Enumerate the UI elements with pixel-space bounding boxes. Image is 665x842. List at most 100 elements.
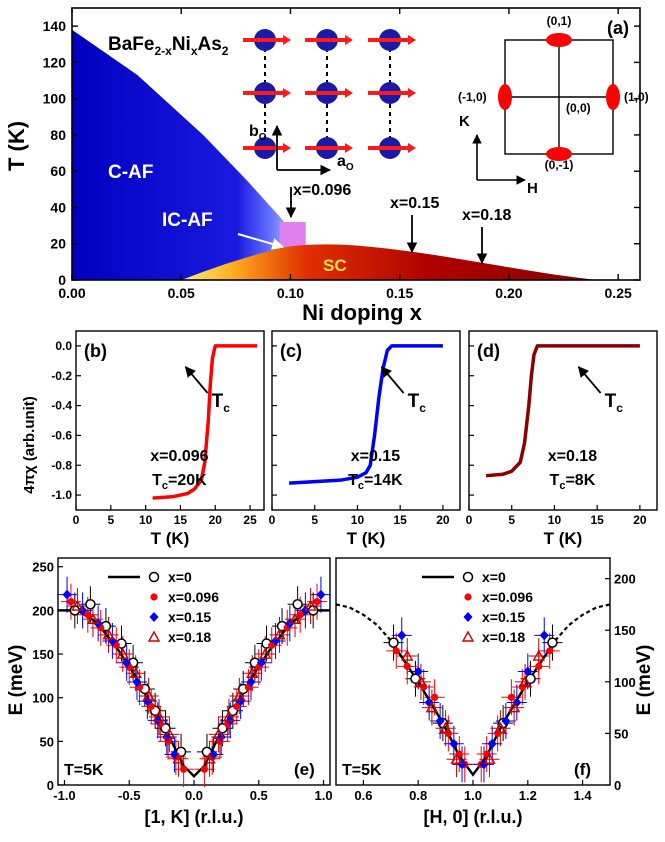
panel-f-ytick-label: 200 (614, 572, 636, 587)
panel-d-curve (485, 344, 640, 478)
model-line (389, 639, 557, 777)
data-point-circle (388, 637, 399, 648)
panel-a-xlabel: Ni doping x (302, 300, 423, 325)
lattice-spin-head (345, 88, 353, 98)
lattice-spin-head (345, 35, 353, 45)
data-point-dot (180, 765, 188, 773)
panel-e-xtick-label: 1.0 (314, 788, 332, 803)
data-point-diamond (449, 738, 459, 749)
panel-a-ytick-label: 20 (50, 236, 66, 252)
data-point-triangle (233, 689, 246, 701)
panel-a-ytick-label: 60 (50, 163, 66, 179)
panel-b-ytick-label: -0.6 (51, 428, 72, 442)
data-point-triangle (246, 666, 259, 678)
panel-c-xlabel: T (K) (347, 529, 386, 548)
lattice-inset (243, 29, 416, 159)
data-point-circle (217, 723, 228, 734)
legend-label: x=0.18 (482, 629, 525, 645)
panel-b-xtick-label: 5 (107, 513, 114, 527)
panel-e-ylabel: E (meV) (6, 645, 27, 716)
panel-d-xtick-label: 5 (508, 513, 515, 527)
data-point-diamond (424, 697, 434, 708)
panel-b-xtick-label: 25 (243, 513, 257, 527)
data-point-diamond (523, 666, 533, 677)
data-point-diamond (256, 657, 266, 668)
data-point-triangle (425, 701, 439, 713)
tc-sub: c (419, 401, 426, 415)
bz-point-00: (0,0) (566, 101, 591, 115)
panel-c-xtick-label: 5 (311, 513, 318, 527)
legend-label: x=0.15 (482, 609, 525, 625)
data-point-triangle (494, 721, 507, 733)
data-point-triangle (116, 647, 129, 659)
panel-c-curve (288, 344, 443, 485)
data-point-circle (85, 599, 96, 610)
panel-f-ytick-label: 150 (614, 623, 636, 638)
data-point-triangle (439, 721, 452, 733)
data-point-circle (160, 723, 171, 734)
panel-b-xtick-label: 15 (174, 513, 188, 527)
lattice-spin-head (408, 88, 416, 98)
panel-b-curve (152, 344, 258, 500)
panel-f-ytick-label: 50 (614, 726, 628, 741)
data-point-triangle (401, 649, 414, 661)
panel-f-frame (335, 557, 611, 786)
data-point-triangle (414, 675, 428, 687)
data-point-triangle (86, 612, 100, 624)
panel-e-xtick-label: -1.0 (53, 788, 75, 803)
panel-d-xlabel: T (K) (544, 529, 583, 548)
lattice-axis-b-label: bO (249, 123, 267, 143)
lattice-spin-head (408, 143, 416, 153)
data-point-diamond (132, 676, 142, 687)
legend-marker-triangle (147, 630, 161, 642)
data-point-dot (67, 598, 75, 606)
data-point-dot (233, 702, 241, 711)
region-sc (181, 244, 597, 280)
legend-marker-circle (148, 571, 160, 583)
model-dash-left (335, 603, 392, 642)
panel-f-xtick-label: 0.8 (409, 788, 427, 803)
lattice-axis-a-label: aO (337, 153, 354, 173)
data-point-triangle (172, 752, 185, 764)
panel-e-ytick-label: 100 (32, 691, 54, 706)
legend-label: x=0.18 (168, 629, 211, 645)
model-dash-right (554, 603, 611, 642)
data-point-dot (313, 598, 321, 606)
panel-d-xtick-label: 15 (591, 513, 605, 527)
bz-point-10: (1,0) (624, 90, 649, 104)
data-point-triangle (142, 689, 155, 701)
legend-marker-diamond (463, 612, 473, 622)
panel-c-doping: x=0.15 (351, 448, 400, 465)
panel-e-ytick-label: 0 (47, 778, 54, 793)
data-point-dot (403, 662, 411, 670)
panel-f-ytick-label: 100 (614, 675, 636, 690)
tc-sub: c (358, 480, 364, 492)
data-point-diamond (216, 731, 226, 742)
data-point-triangle (129, 666, 142, 678)
panel-c-tc-value: Tc=14K (348, 472, 403, 492)
panel-d-tc-arrow (577, 366, 602, 394)
data-point-dot (84, 611, 92, 619)
panel-d-xtick-label: 20 (633, 513, 647, 527)
lattice-spin-head (345, 143, 353, 153)
data-point-triangle (71, 599, 84, 611)
data-point-dot (296, 611, 304, 619)
data-point-dot (200, 765, 208, 773)
data-point-diamond (316, 589, 326, 600)
bz-point-01: (0,1) (547, 14, 572, 28)
bz-spot-bottom (546, 147, 572, 161)
data-point-triangle (212, 727, 225, 740)
panel-f-temperature: T=5K (342, 762, 382, 779)
panel-b-frame (75, 330, 265, 511)
panel-b-tc-annotation: Tc (212, 391, 231, 415)
panel-a-xtick-label: 0.00 (58, 285, 85, 301)
region-caf (72, 29, 302, 281)
data-point-triangle (273, 628, 286, 640)
panel-a-xtick-label: 0.15 (386, 285, 413, 301)
panel-b-xlabel: T (K) (151, 529, 190, 548)
data-point-triangle (518, 675, 532, 687)
data-point-triangle (102, 628, 115, 640)
